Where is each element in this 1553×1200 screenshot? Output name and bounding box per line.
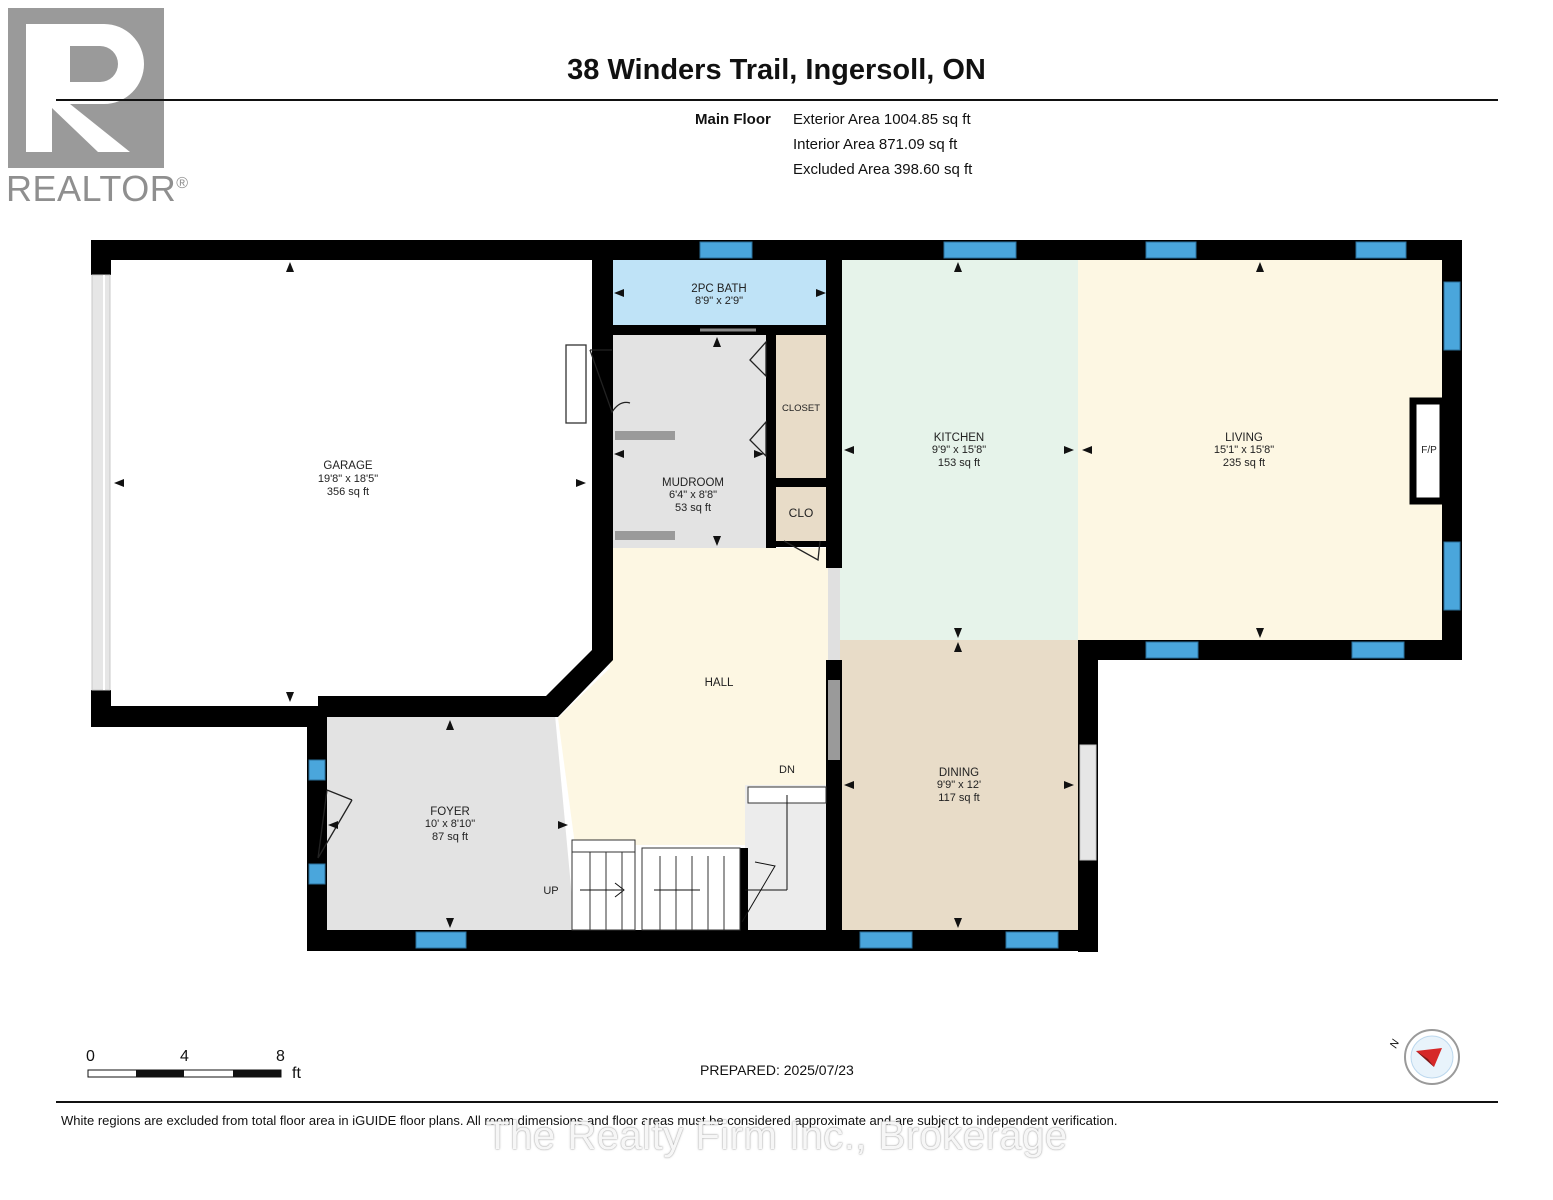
garage-door-opening (91, 274, 111, 691)
floor-name: Main Floor (695, 111, 771, 128)
bath-room (610, 250, 830, 328)
dining-room (840, 640, 1078, 930)
living-name: LIVING (1225, 432, 1263, 444)
scale-label-4: 4 (180, 1048, 189, 1065)
dining-dims: 9'9" x 12' (937, 779, 981, 791)
mudroom-area: 53 sq ft (675, 502, 711, 514)
mudroom-name: MUDROOM (662, 477, 724, 489)
stairs-down (741, 786, 827, 923)
compass-icon (1404, 1029, 1460, 1085)
fireplace-label: F/P (1421, 445, 1437, 456)
realtor-wordmark: REALTOR® (6, 168, 189, 209)
garage-area: 356 sq ft (327, 486, 369, 498)
dimension-arrows (114, 262, 1264, 928)
scale-label-8: 8 (276, 1048, 285, 1065)
dining-side-opening (1079, 744, 1097, 861)
closet-name: CLOSET (782, 403, 820, 414)
realtor-logo (8, 8, 166, 173)
foyer-name: FOYER (430, 806, 470, 818)
garage-name: GARAGE (323, 460, 373, 472)
page-title: 38 Winders Trail, Ingersoll, ON (567, 54, 986, 86)
dining-name: DINING (939, 767, 979, 779)
bath-dims: 8'9" x 2'9" (695, 295, 743, 307)
kitchen-name: KITCHEN (934, 432, 984, 444)
living-room (1078, 250, 1450, 640)
scale-label-0: 0 (86, 1048, 95, 1065)
foyer-area: 87 sq ft (432, 831, 468, 843)
brokerage-watermark: The Realty Firm Inc., Brokerage (485, 1114, 1068, 1158)
scale-unit: ft (292, 1065, 301, 1082)
fireplace (1409, 397, 1447, 505)
kitchen-room (840, 250, 1078, 640)
mudroom-dims: 6'4" x 8'8" (669, 489, 717, 501)
exterior-area: Exterior Area 1004.85 sq ft (793, 111, 971, 128)
hall-wall-segment (828, 680, 840, 760)
foyer-room (318, 715, 575, 930)
kitchen-dims: 9'9" x 15'8" (932, 444, 986, 456)
clo-name: CLO (789, 506, 814, 520)
interior-area: Interior Area 871.09 sq ft (793, 136, 958, 153)
foyer-dims: 10' x 8'10" (425, 818, 475, 830)
windows (308, 241, 1461, 949)
mudroom-room (610, 335, 770, 548)
hall-opening (828, 568, 840, 660)
stairs-up (571, 839, 741, 931)
bath-name: 2PC BATH (691, 283, 746, 295)
garage-dims: 19'8" x 18'5" (318, 473, 378, 485)
hall-name: HALL (705, 677, 734, 689)
living-area: 235 sq ft (1223, 457, 1265, 469)
scale-bar (87, 1069, 282, 1078)
excluded-area: Excluded Area 398.60 sq ft (793, 161, 973, 178)
header-divider (56, 99, 1498, 101)
door-swings (317, 328, 821, 859)
garage-room (100, 250, 598, 708)
kitchen-area: 153 sq ft (938, 457, 980, 469)
dining-area: 117 sq ft (938, 792, 979, 804)
prepared-date: PREPARED: 2025/07/23 (700, 1062, 854, 1078)
disclaimer: White regions are excluded from total fl… (61, 1113, 1118, 1128)
living-dims: 15'1" x 15'8" (1214, 444, 1274, 456)
stairs-up-label: UP (543, 885, 558, 897)
stairs-down-label: DN (779, 764, 795, 776)
closet-room (776, 335, 828, 480)
clo-room (776, 487, 828, 541)
